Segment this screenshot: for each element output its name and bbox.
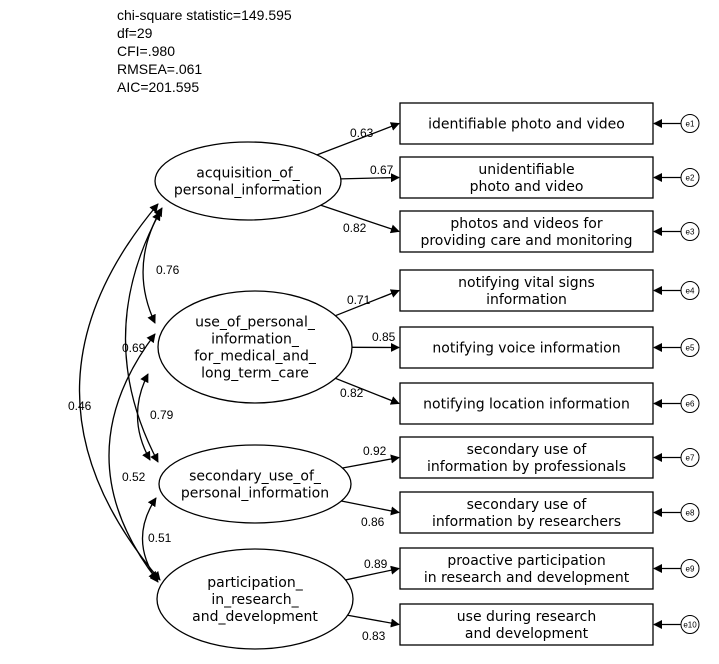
- loading-path-x8: [341, 500, 400, 516]
- error-circle-e10: [680, 615, 700, 634]
- error-circle-e8: [680, 503, 700, 522]
- indicator-label-x1: identifiable photo and video: [428, 117, 625, 133]
- correlation-value-f1-f4: 0.46: [68, 399, 92, 413]
- indicator-box-x6: [399, 382, 654, 425]
- error-circle-e2: [680, 168, 700, 187]
- indicator-box-x4: [399, 269, 654, 312]
- fit-statistic: df=29: [117, 25, 153, 41]
- correlation-value-f3-f4: 0.51: [148, 531, 172, 545]
- correlation-value-f1-f2: 0.76: [156, 263, 180, 277]
- error-label-e6: e6: [686, 400, 695, 409]
- correlation-arc-f1-f3: [124, 211, 161, 463]
- indicator-box-x5: [399, 326, 654, 369]
- factor-f4-ellipse: [156, 548, 354, 650]
- fit-statistic: chi-square statistic=149.595: [117, 7, 292, 23]
- factor-loadings: 0.63 0.67 0.82 0.71 0.85 0.82 0.92 0.86 0.89 0.83: [316, 122, 400, 643]
- factor-f1-label: acquisition_of_personal_information: [174, 166, 322, 199]
- indicator-label-x6: notifying location information: [423, 397, 630, 413]
- loading-path-x3: [320, 204, 400, 234]
- loading-value-x1: 0.63: [350, 126, 374, 140]
- error-circle-e4: [680, 281, 700, 300]
- correlation-arc-f2-f4: [108, 333, 158, 581]
- factor-f2-label: use_of_personal_information_for_medical_…: [194, 315, 317, 382]
- indicator-label-x5: notifying voice information: [432, 341, 620, 357]
- error-circle-e3: [680, 222, 700, 241]
- loading-value-x6: 0.82: [340, 386, 364, 400]
- indicator-box-x10: [399, 603, 654, 646]
- factor-f3-ellipse: [158, 444, 352, 524]
- loading-value-x10: 0.83: [362, 629, 386, 643]
- error-label-e7: e7: [686, 454, 695, 463]
- error-circle-e1: [680, 114, 700, 133]
- error-label-e4: e4: [686, 287, 695, 296]
- correlation-arc-f3-f4: [141, 497, 159, 583]
- loading-value-x2: 0.67: [370, 163, 394, 177]
- loading-value-x3: 0.82: [343, 221, 367, 235]
- loading-value-x5: 0.85: [372, 330, 396, 344]
- error-label-e8: e8: [686, 509, 695, 518]
- loading-value-x7: 0.92: [363, 444, 387, 458]
- indicator-box-x8: [399, 491, 654, 534]
- error-circle-e6: [680, 394, 700, 413]
- error-circle-e7: [680, 448, 700, 467]
- loading-path-x10: [347, 614, 400, 628]
- error-label-e2: e2: [686, 174, 695, 183]
- correlation-value-f2-f4: 0.52: [122, 470, 146, 484]
- indicator-box-x1: [399, 102, 654, 145]
- error-circle-e5: [680, 338, 700, 357]
- correlation-value-f2-f3: 0.79: [150, 408, 174, 422]
- loading-path-x6: [335, 377, 400, 405]
- error-label-e5: e5: [686, 344, 695, 353]
- loading-path-x4: [335, 289, 400, 317]
- indicator-box-x3: [399, 210, 654, 253]
- factor-f4-label: participation_in_research_and_developmen…: [192, 575, 318, 625]
- loading-value-x9: 0.89: [364, 557, 388, 571]
- factor-f2-ellipse: [157, 290, 353, 404]
- correlation-arc-f2-f3: [136, 373, 151, 461]
- indicator-box-x7: [399, 436, 654, 479]
- error-label-e9: e9: [686, 565, 695, 574]
- correlation-arc-f1-f4: [78, 203, 161, 581]
- loading-path-x2: [340, 173, 400, 183]
- error-label-e10: e10: [683, 621, 697, 630]
- factor-f1-ellipse: [154, 141, 342, 221]
- latent-factors: acquisition_of_personal_information use_o…: [154, 141, 354, 650]
- loading-path-x9: [345, 565, 400, 581]
- factor-f3-label: secondary_use_of_personal_information: [181, 469, 329, 502]
- factor-correlations: 0.76 0.69 0.46 0.79 0.52 0.51: [68, 203, 180, 583]
- loading-value-x4: 0.71: [347, 293, 371, 307]
- loading-value-x8: 0.86: [361, 515, 385, 529]
- observed-indicators: identifiable photo and video e1 unidentifi…: [399, 102, 700, 646]
- loading-path-x1: [316, 122, 400, 156]
- error-label-e3: e3: [686, 228, 695, 237]
- error-circle-e9: [680, 559, 700, 578]
- correlation-value-f1-f3: 0.69: [122, 341, 146, 355]
- indicator-box-x2: [399, 156, 654, 199]
- fit-statistic: CFI=.980: [117, 43, 175, 59]
- indicator-box-x9: [399, 547, 654, 590]
- loading-path-x7: [342, 454, 400, 469]
- fit-statistics: chi-square statistic=149.595 df=29CFI=.98…: [117, 7, 292, 95]
- fit-statistic: RMSEA=.061: [117, 61, 202, 77]
- error-label-e1: e1: [686, 120, 695, 129]
- fit-statistic: AIC=201.595: [117, 79, 199, 95]
